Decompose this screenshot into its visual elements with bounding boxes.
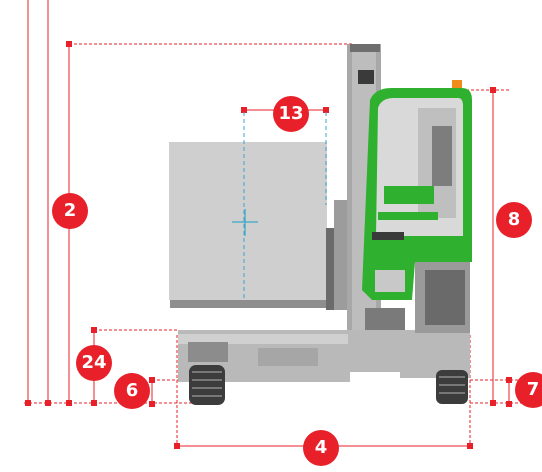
chassis-panel: [258, 348, 318, 366]
badge-dim-8: 8: [496, 202, 532, 238]
counterweight-dark: [425, 270, 465, 325]
mast-top: [350, 44, 380, 52]
badge-dim-4: 4: [303, 430, 339, 466]
rear-wheel-tread: [439, 376, 465, 394]
fork-tine: [170, 300, 330, 308]
load-block: [169, 142, 327, 300]
badge-dim-2: 2: [52, 193, 88, 229]
beacon-light: [452, 80, 462, 88]
mast-light: [358, 70, 374, 84]
cab-dash: [378, 212, 438, 220]
step: [365, 308, 405, 330]
fork-carriage: [326, 228, 336, 310]
door-handle: [372, 232, 404, 240]
cab-step-plate: [375, 270, 405, 292]
badge-dim-6: 6: [114, 373, 150, 409]
badge-dim-13: 13: [273, 96, 309, 132]
badge-dim-7: 7: [515, 372, 542, 408]
front-axle-box: [188, 342, 228, 362]
rear-wheel: [436, 370, 468, 404]
front-wheel-tread: [192, 371, 222, 397]
fork-backrest: [334, 200, 348, 310]
cab-console: [384, 186, 434, 204]
badge-dim-24: 24: [76, 345, 112, 381]
chassis-rail: [178, 334, 348, 344]
load-center-cross-icon: [232, 209, 258, 236]
dimension-endpoints: [25, 41, 512, 449]
cab-seat: [432, 126, 452, 186]
